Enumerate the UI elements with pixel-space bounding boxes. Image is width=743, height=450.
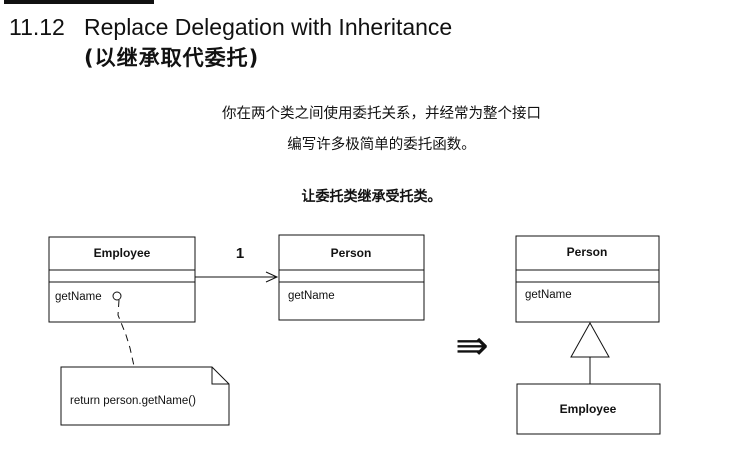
heading-rule — [4, 0, 154, 4]
note-fold — [211, 367, 229, 385]
inheritance-triangle — [570, 321, 610, 358]
inheritance-arrow — [570, 321, 610, 384]
association-arrowhead — [265, 271, 279, 283]
note-connector — [117, 299, 135, 367]
section-subtitle: (以继承取代委托) — [84, 46, 260, 70]
after-employee-class: Employee — [516, 383, 661, 435]
after-person-name: Person — [567, 245, 608, 259]
before-employee-method: getName — [55, 291, 102, 303]
note-text: return person.getName() — [70, 395, 196, 407]
after-employee-box — [516, 383, 661, 435]
multiplicity-label: 1 — [236, 245, 244, 262]
code-note: return person.getName() — [60, 366, 230, 426]
before-employee-box — [48, 236, 196, 323]
after-person-class: Person getName — [515, 235, 660, 323]
before-employee-name: Employee — [94, 246, 151, 260]
after-person-box — [515, 235, 660, 323]
description-line-1: 你在两个类之间使用委托关系，并经常为整个接口 — [222, 106, 541, 122]
association-arrow: 1 — [195, 245, 279, 283]
transform-arrow-icon: ⇛ — [455, 323, 489, 369]
note-shape — [60, 366, 230, 426]
after-employee-name: Employee — [560, 402, 617, 416]
before-person-method: getName — [288, 290, 335, 302]
section-number: 11.12 — [9, 14, 65, 40]
before-employee-class: Employee getName — [48, 236, 196, 323]
note-anchor-circle — [112, 291, 122, 301]
after-person-method: getName — [525, 289, 572, 301]
summary-text: 让委托类继承受托类。 — [301, 189, 442, 205]
section-heading: 11.12 Replace Delegation with Inheritance — [9, 14, 452, 40]
before-person-name: Person — [331, 246, 372, 260]
before-person-box — [278, 234, 425, 321]
section-title: Replace Delegation with Inheritance — [84, 14, 453, 40]
before-person-class: Person getName — [278, 234, 425, 321]
description-line-2: 编写许多极简单的委托函数。 — [287, 137, 476, 153]
